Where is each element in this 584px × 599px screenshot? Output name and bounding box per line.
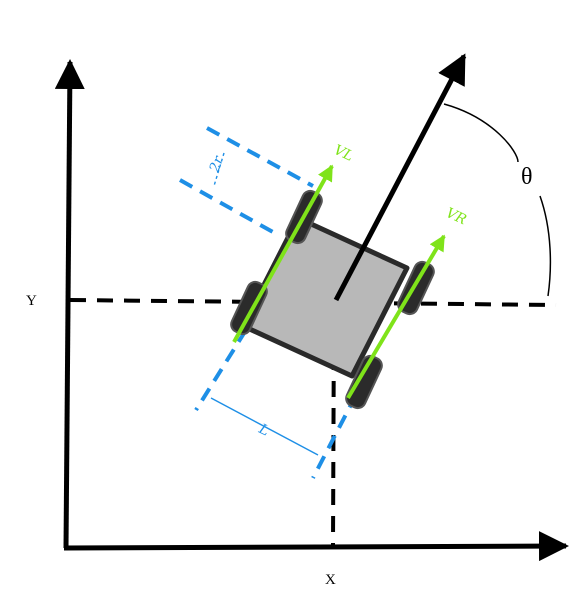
y-axis-line — [54, 59, 85, 549]
left-velocity-label: VL — [331, 142, 355, 165]
dimension-lines — [179, 126, 358, 479]
wheel-right-rear — [345, 354, 383, 410]
x-axis-line — [63, 531, 569, 562]
axle-length-dimension — [210, 397, 319, 456]
theta-label: θ — [521, 164, 533, 190]
right-velocity-vector — [346, 234, 446, 400]
axle-dash-left — [194, 328, 248, 412]
x-axis-label: X — [325, 572, 336, 588]
robot-chassis — [240, 215, 410, 379]
y-axis-label: Y — [26, 293, 37, 309]
wheel-radius-dash-bottom — [179, 178, 281, 238]
heading — [333, 53, 552, 302]
axle-dash-right — [311, 394, 358, 479]
wheel-radius-dash-top — [206, 126, 314, 188]
heading-vector — [333, 53, 467, 302]
right-velocity-label: VR — [443, 205, 469, 228]
velocity-vectors — [232, 164, 446, 400]
axes — [54, 59, 569, 562]
wheel-radius-label: 2r — [206, 153, 227, 175]
left-velocity-vector — [232, 164, 334, 343]
theta-arc — [443, 103, 552, 297]
